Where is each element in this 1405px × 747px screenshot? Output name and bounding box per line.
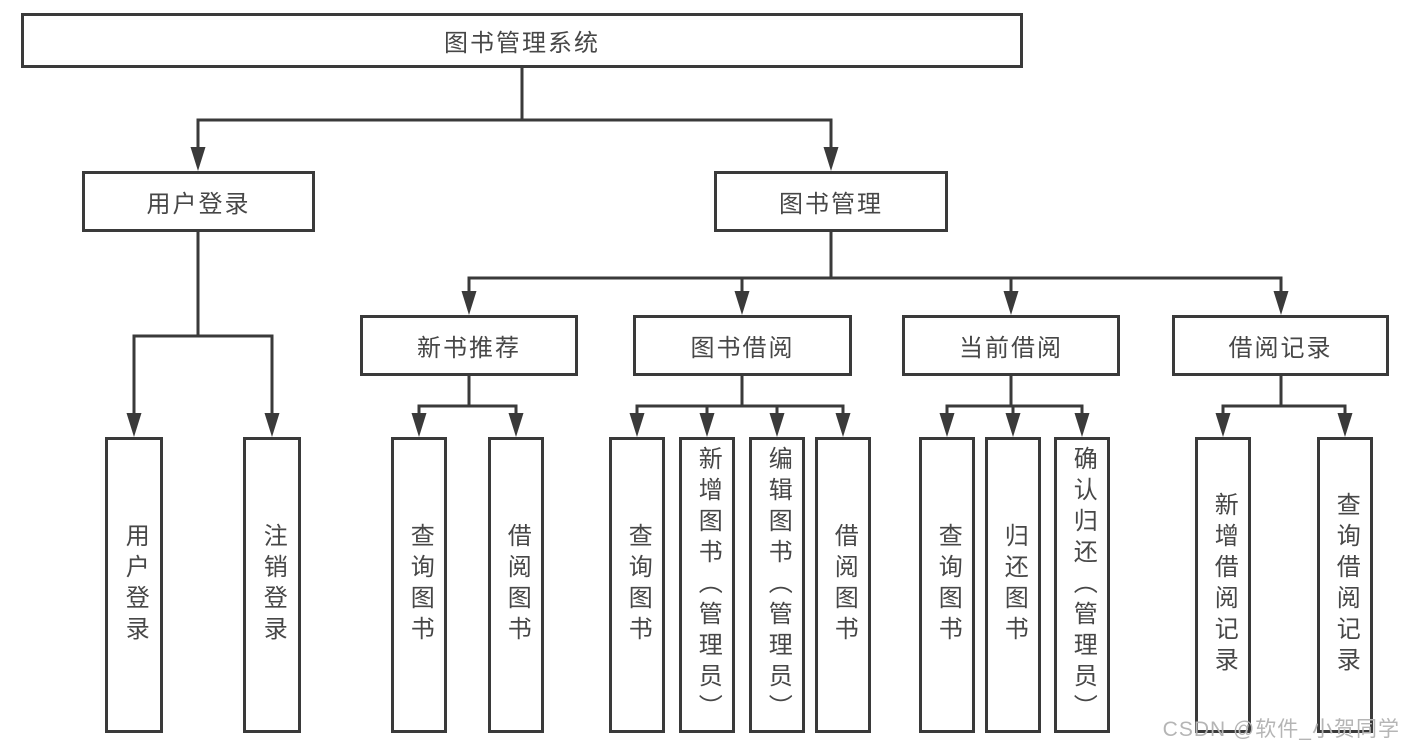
node-book-borrowing: 图书借阅 xyxy=(633,315,852,376)
leaf-borrow-books: 借阅图书 xyxy=(815,437,871,733)
leaf-edit-books-admin: 编辑图书（管理员） xyxy=(749,437,805,733)
node-book-management: 图书管理 xyxy=(714,171,948,232)
leaf-query-borrow-record: 查询借阅记录 xyxy=(1317,437,1373,733)
leaf-confirm-return-admin: 确认归还（管理员） xyxy=(1054,437,1110,733)
node-new-book-recommendation: 新书推荐 xyxy=(360,315,578,376)
leaf-user-login: 用户登录 xyxy=(105,437,163,733)
node-current-borrowing: 当前借阅 xyxy=(902,315,1120,376)
leaf-query-books-current: 查询图书 xyxy=(919,437,975,733)
leaf-query-books-borrow: 查询图书 xyxy=(609,437,665,733)
leaf-query-books-recommend: 查询图书 xyxy=(391,437,447,733)
node-library-management-system: 图书管理系统 xyxy=(21,13,1023,68)
node-user-login: 用户登录 xyxy=(82,171,315,232)
leaf-borrow-books-recommend: 借阅图书 xyxy=(488,437,544,733)
leaf-add-borrow-record: 新增借阅记录 xyxy=(1195,437,1251,733)
leaf-logout: 注销登录 xyxy=(243,437,301,733)
leaf-add-books-admin: 新增图书（管理员） xyxy=(679,437,735,733)
leaf-return-books: 归还图书 xyxy=(985,437,1041,733)
csdn-watermark: CSDN @软件_小贺同学 xyxy=(1162,718,1400,741)
node-borrowing-records: 借阅记录 xyxy=(1172,315,1389,376)
